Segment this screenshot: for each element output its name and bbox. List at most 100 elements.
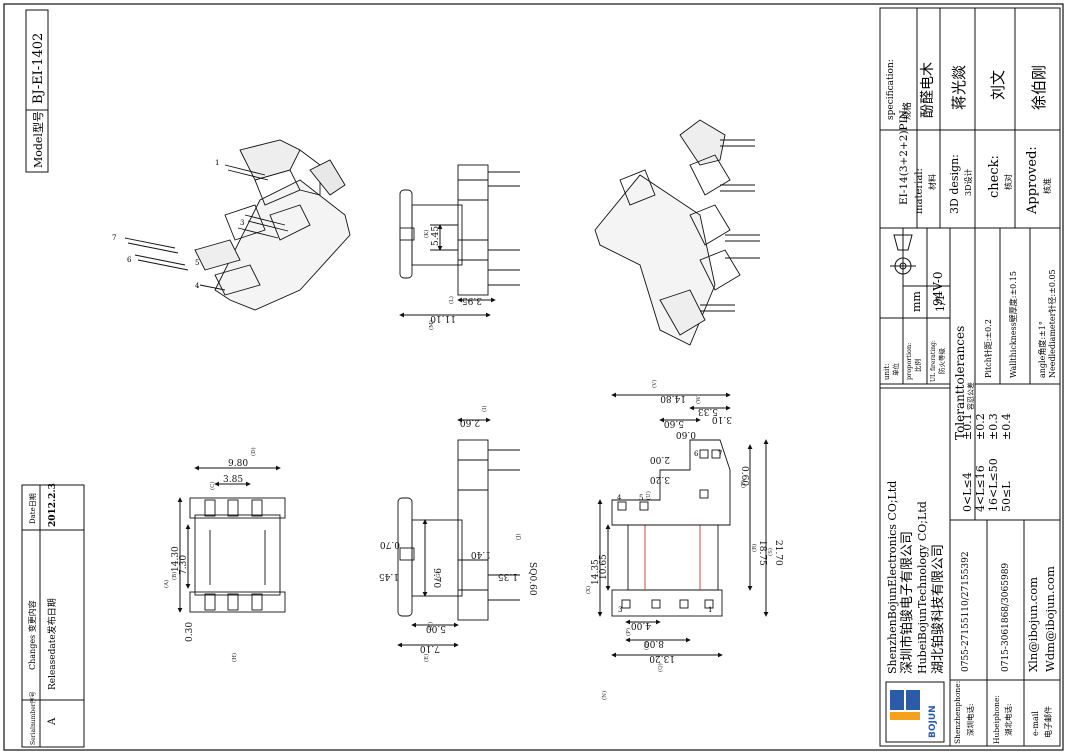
dims-side-top: 5.45 3.95 11.10 [399, 224, 496, 323]
plan-view-right [611, 439, 731, 617]
bojun-logo-icon: BOJUN [885, 681, 945, 743]
dim-3.85: 3.85 [223, 475, 243, 485]
changes-row-date: 2012.2.3 [48, 483, 58, 527]
dim-9.80: 9.80 [228, 459, 248, 469]
dim-tags: (K) (L) (M) (D) (C) (A) (B) (I) (J) (G) … [163, 230, 774, 700]
spec-angle: angle角度:±1° [1037, 321, 1047, 378]
ul-label: UL firerating: [930, 340, 937, 382]
front-view-middle [397, 439, 520, 621]
tol-range-1: 4<L≤16 [974, 465, 987, 512]
dim-5.00: 5.00 [426, 623, 446, 633]
contact-sz-label-cn: 深圳电话: [965, 703, 975, 736]
plan-pin-3: 3 [618, 606, 622, 614]
unit-value: mm [910, 291, 923, 312]
dim-11.10: 11.10 [430, 313, 456, 323]
dim-0.30: 0.30 [185, 622, 195, 642]
projection-symbol-icon [890, 234, 916, 279]
dims-plan-right: 14.80 5.33 3.10 5.60 0.60 2.00 3.20 0.60… [591, 392, 783, 663]
model-value: BJ-EI-1402 [31, 33, 46, 104]
spec-label-cn: 规格 [901, 102, 913, 120]
changes-header-serial: Serialnumber序号 [29, 691, 37, 745]
dim-4.00: 4.00 [631, 620, 651, 630]
iso-view-right [594, 119, 760, 346]
model-label: Model型号 [31, 111, 45, 168]
check-label-cn: 核对 [1003, 174, 1013, 190]
unit-label-cn: 单位 [891, 363, 900, 377]
plan-pin-1: 1 [708, 606, 712, 614]
contact-mail-label-cn: 电子邮件 [1043, 706, 1053, 738]
tag-g: (G) [435, 571, 442, 580]
tag-d: (D) [250, 447, 257, 456]
dim-0.60: 0.60 [676, 429, 696, 439]
material-value: 酚醛电木 [920, 62, 936, 118]
dim-8.00: 8.00 [644, 638, 664, 648]
tol-range-3: 50≤L [1000, 481, 1013, 512]
proportion-value: 1/1 [934, 294, 947, 312]
bottom-view-left [189, 497, 286, 613]
tag-u: (U) [645, 491, 652, 500]
dim-14.35: 14.35 [591, 559, 601, 585]
plan-pin-7: 7 [718, 450, 722, 458]
tag-f: (F) [427, 622, 434, 630]
pin-label-3: 3 [240, 219, 244, 227]
tolerance-title: Toleranttolerances [953, 326, 967, 440]
tag-q: (Q) [657, 663, 664, 672]
dim-13.20: 13.20 [649, 653, 675, 663]
unit-label: unit: [883, 364, 891, 380]
tag-l: (L) [448, 296, 455, 304]
contact-hb-label: Hubeiphone: [992, 695, 1001, 744]
dim-3.10: 3.10 [712, 414, 732, 424]
iso-view-left [124, 139, 351, 311]
pin-labels-plan: 4 5 6 7 3 1 [617, 450, 722, 614]
check-value: 刘文 [989, 70, 1007, 100]
dim-3.95: 3.95 [462, 295, 482, 305]
spec-needle: Needlediameter针径:±0.05 [1047, 269, 1057, 378]
spec-value-text: EI-14(3+2+2)PIN [898, 110, 910, 205]
dim-14.30: 14.30 [171, 546, 181, 572]
tolerance-title-cn: 容忍公差 [966, 382, 975, 410]
company-name-2: HubeiBojunTechnology CO;Ltd [916, 501, 929, 674]
side-view-top [399, 164, 520, 296]
dim-10.65: 10.65 [599, 554, 609, 580]
spec-label: specification: [886, 59, 896, 120]
dim-1.45: 1.45 [379, 571, 399, 581]
plan-pin-4: 4 [617, 494, 622, 502]
tol-value-0: ±0.1 [961, 413, 974, 440]
tag-r: (R) [751, 544, 758, 552]
dim-18.75: 18.75 [757, 540, 767, 566]
approved-label: Approved: [1025, 146, 1040, 215]
model-box: Model型号 BJ-EI-1402 [25, 9, 49, 173]
contact-hb-label-cn: 湖北电话: [1003, 703, 1013, 736]
changes-header-date: Date日期 [29, 493, 37, 524]
contact-mail-value: Xln@ibojun.com [1026, 577, 1040, 672]
tol-value-1: ±0.2 [974, 413, 987, 440]
proportion-label: proportion: [905, 343, 913, 380]
contact-sz-label: Shenzhenphone: [953, 681, 962, 744]
contact-sz-value: 0755-27155110/27155392 [961, 551, 971, 672]
tol-range-0: 0<L≤4 [961, 472, 974, 512]
tag-w: (W) [695, 394, 702, 404]
dim-2.00: 2.00 [650, 454, 670, 464]
tol-value-2: ±0.3 [987, 413, 1000, 440]
proportion-label-cn: 比例 [913, 359, 922, 372]
tag-c: (C) [209, 482, 216, 491]
tag-x: (X) [585, 586, 592, 594]
dims-front-middle: 2.60 0.70 1.40 1.45 1.35 9.70 SQ0.60 5.0… [379, 417, 537, 653]
changes-row-serial: A [47, 717, 58, 726]
company-name-1: 深圳市铂骏电子有限公司 [899, 531, 915, 674]
ul-label-cn: 防火等级 [937, 348, 946, 375]
tag-j: (J) [515, 534, 522, 541]
dim-21.70: 21.70 [773, 540, 783, 566]
tag-p: (P) [625, 628, 632, 636]
dim-sq0.60: SQ0.60 [527, 562, 537, 596]
contact-hb-value: 0715-3061868/3065989 [1001, 563, 1011, 672]
plan-pin-6: 6 [694, 450, 699, 458]
approved-value: 徐伯刚 [1030, 65, 1048, 110]
tag-m: (M) [428, 320, 435, 330]
changes-header-content: Changes 变更内容 [27, 600, 37, 670]
logo-text: BOJUN [928, 705, 938, 738]
company-name-3: 湖北铂骏科技有限公司 [930, 544, 946, 674]
contact-mail-label: e-mail [1031, 711, 1040, 736]
dim-7.10: 7.10 [420, 643, 440, 653]
